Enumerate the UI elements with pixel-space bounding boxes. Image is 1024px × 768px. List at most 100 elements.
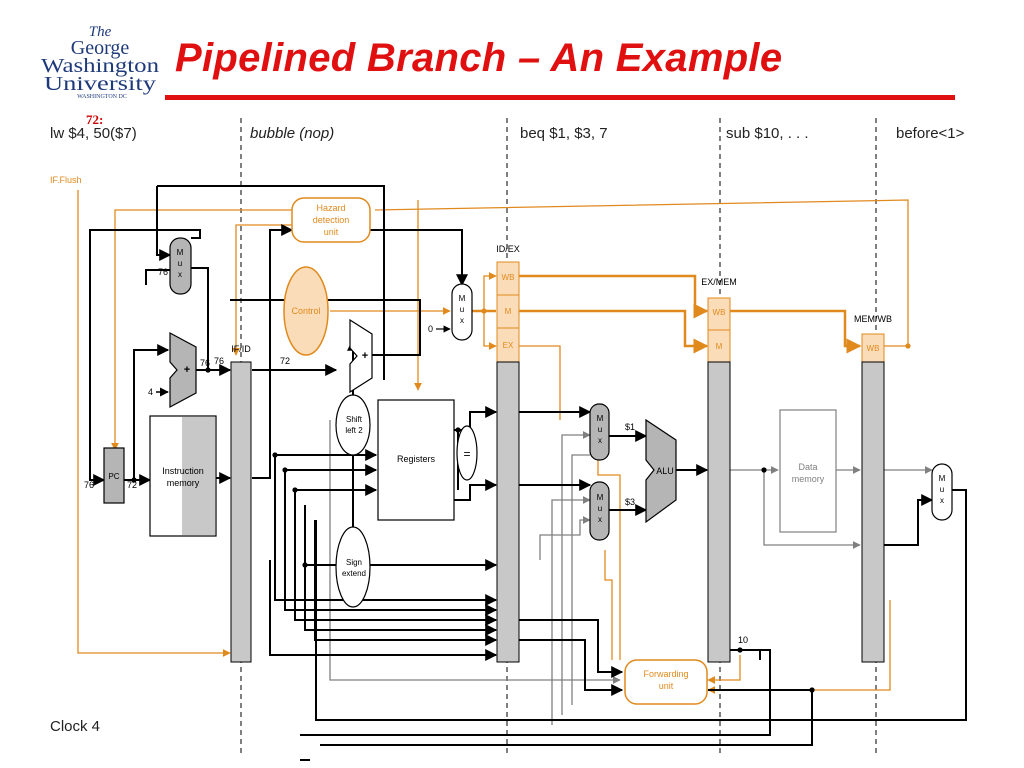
mem-wb-register: WB MEM/WB [854, 314, 892, 663]
hazard-to-ifid-wire [232, 224, 292, 356]
equality-comparator: = [456, 425, 478, 481]
svg-text:Instruction: Instruction [162, 466, 204, 476]
ifid-pc-value: 76 [214, 356, 224, 366]
logo-line-university: University [44, 73, 156, 95]
writeback-mux: M u x [931, 463, 953, 521]
svg-text:M: M [177, 248, 184, 257]
fwd-mux-a-wire [597, 460, 621, 660]
svg-text:x: x [940, 496, 944, 505]
svg-text:PC: PC [108, 472, 119, 481]
stage-label-id: bubble (nop) [250, 125, 335, 142]
svg-text:MEM/WB: MEM/WB [854, 314, 892, 324]
stage-label-wb: before<1> [896, 125, 965, 142]
id-ex-register: WB M EX ID/EX [496, 244, 520, 663]
svg-text:M: M [505, 307, 512, 316]
logo-line-washington: Washington [41, 55, 159, 77]
wb-ctrl-wire-2 [729, 309, 862, 354]
title-underline [165, 95, 955, 100]
control-mux: M u x [451, 283, 473, 341]
svg-text:ID/EX: ID/EX [496, 244, 520, 254]
page-title: Pipelined Branch – An Example [175, 36, 783, 80]
svg-text:x: x [178, 270, 182, 279]
svg-text:Data: Data [798, 462, 817, 472]
svg-text:left 2: left 2 [345, 426, 363, 435]
svg-text:Shift: Shift [346, 415, 363, 424]
svg-text:Registers: Registers [397, 454, 436, 464]
svg-text:EX/MEM: EX/MEM [701, 277, 737, 287]
stage-label-mem: sub $10, . . . [726, 125, 809, 142]
data-memory: Data memory [779, 409, 837, 533]
junction-dots [131, 308, 911, 693]
pc-annotation: 72: [86, 112, 104, 127]
wb-ctrl-wire [519, 274, 709, 319]
svg-text:x: x [598, 436, 602, 445]
hazard-detection-unit: Hazard detection unit [291, 197, 371, 243]
svg-text:Hazard: Hazard [316, 203, 345, 213]
stage-label-if: lw $4, 50($7) [50, 125, 137, 142]
pc-register: PC [103, 447, 125, 504]
svg-text:WB: WB [502, 273, 515, 282]
logo-line-the: The [89, 24, 112, 40]
alu-mux-b: M u x [589, 481, 610, 541]
mem-wb-feedback-wire [374, 199, 909, 345]
svg-text:M: M [716, 342, 723, 351]
svg-text:+: + [362, 350, 368, 362]
svg-text:memory: memory [167, 478, 200, 488]
instruction-memory: Instruction memory [149, 415, 217, 537]
svg-text:Sign: Sign [346, 558, 362, 567]
svg-text:M: M [459, 294, 466, 303]
const-four: 4 [148, 387, 153, 397]
m-ctrl-wire [519, 309, 709, 354]
pc-plus4-value: 76 [200, 358, 210, 368]
if-flush-wire [77, 190, 231, 657]
logo-line-location: WASHINGTON DC [77, 94, 127, 100]
svg-text:u: u [460, 305, 464, 314]
svg-text:M: M [939, 474, 946, 483]
ifid-out-value: 72 [280, 356, 290, 366]
svg-text:Forwarding: Forwarding [643, 669, 688, 679]
svg-text:EX: EX [503, 341, 514, 350]
control-unit: Control [283, 266, 329, 356]
register-file: Registers [377, 399, 455, 521]
pc-input-value: 76 [84, 480, 94, 490]
svg-text:memory: memory [792, 474, 825, 484]
svg-text:M: M [597, 493, 604, 502]
forwarding-unit: Forwarding unit [624, 659, 708, 705]
svg-text:u: u [178, 259, 182, 268]
pc-mux-value: 76 [158, 267, 168, 277]
svg-text:M: M [597, 414, 604, 423]
svg-text:unit: unit [659, 681, 674, 691]
ex-ctrl-wire [519, 345, 561, 420]
sign-extend: Sign extend [335, 526, 371, 608]
gray-wires [329, 420, 933, 725]
ex-mem-register: WB M EX/MEM [701, 277, 737, 663]
svg-text:WB: WB [713, 308, 726, 317]
svg-text:unit: unit [324, 227, 339, 237]
svg-text:u: u [598, 504, 602, 513]
svg-text:IF/ID: IF/ID [231, 344, 251, 354]
svg-text:x: x [460, 316, 464, 325]
control-wires [77, 190, 909, 694]
svg-text:+: + [184, 364, 190, 376]
pc-output-value: 72 [127, 480, 137, 490]
svg-text:x: x [598, 515, 602, 524]
svg-text:u: u [940, 485, 944, 494]
stage-label-ex: beq $1, $3, 7 [520, 125, 608, 142]
hazard-to-pc-wire [111, 209, 292, 451]
alu-input-b-value: $3 [625, 497, 635, 507]
branch-adder: + [349, 318, 373, 394]
svg-text:Control: Control [291, 306, 320, 316]
svg-text:u: u [598, 425, 602, 434]
clock-label: Clock 4 [50, 718, 101, 735]
if-flush-label: IF.Flush [50, 175, 82, 185]
svg-text:detection: detection [313, 215, 350, 225]
if-id-register: IF/ID [230, 344, 252, 663]
alu-input-a-value: $1 [625, 422, 635, 432]
pc-adder: + [169, 331, 197, 409]
alu: ALU [645, 418, 677, 524]
svg-text:ALU: ALU [656, 466, 674, 476]
pc-mux: M u x [169, 237, 192, 295]
fwd-mux-b-wire [604, 550, 613, 660]
svg-text:=: = [463, 447, 470, 461]
